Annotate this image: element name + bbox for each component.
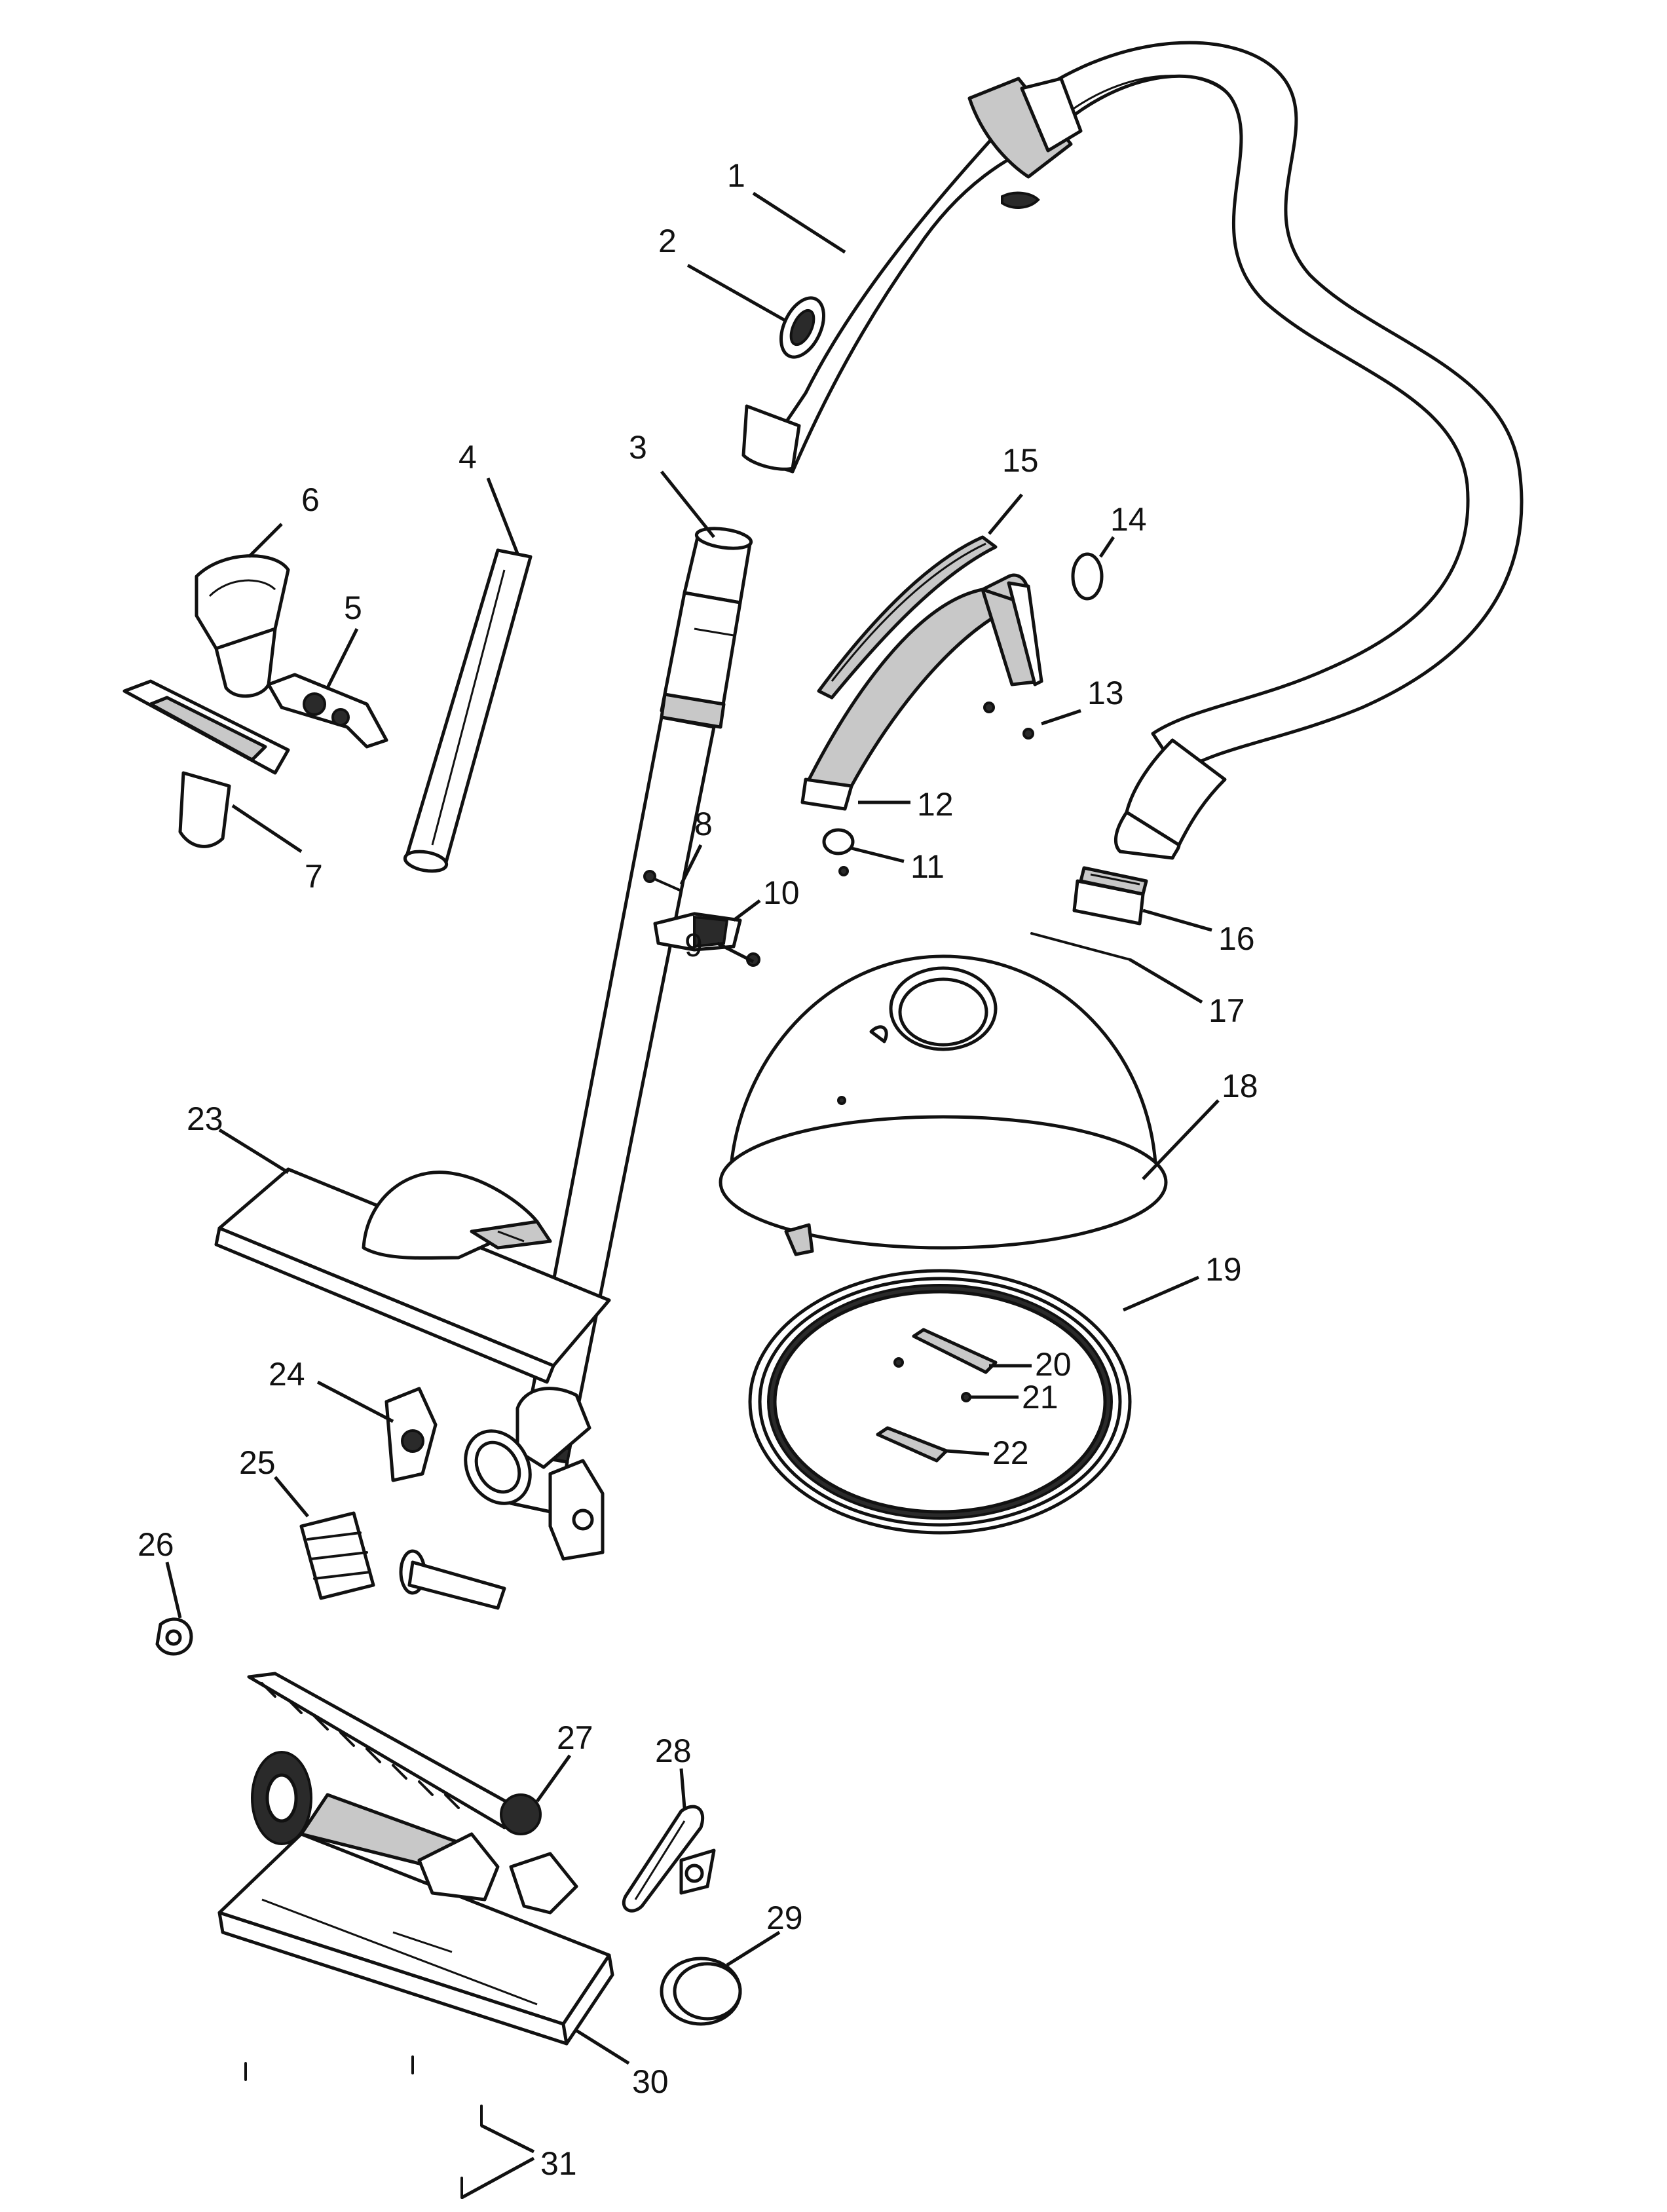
callout-6: 6 — [301, 481, 320, 518]
callout-9: 9 — [684, 927, 703, 964]
part-7-upholstery-tool — [122, 679, 290, 848]
callout-17: 17 — [1208, 992, 1245, 1029]
callout-20: 20 — [1035, 1346, 1072, 1383]
part-2-slide-valve — [779, 296, 825, 359]
part-25-gear-assembly — [299, 1511, 506, 1610]
part-16-hose-connector — [1072, 866, 1148, 926]
callout-10: 10 — [763, 874, 800, 911]
part-31-screws — [244, 2055, 483, 2199]
part-1-hose — [741, 41, 1524, 860]
callout-4: 4 — [459, 439, 477, 476]
part-4-crevice-tool — [403, 548, 533, 873]
callout-30: 30 — [632, 2063, 669, 2100]
part-26-clip — [155, 1617, 193, 1656]
callout-21: 21 — [1022, 1379, 1058, 1415]
leader-lines — [165, 191, 1220, 2200]
callout-7: 7 — [305, 858, 323, 895]
callout-29: 29 — [766, 1900, 803, 1936]
callout-28: 28 — [655, 1733, 692, 1769]
part-30-base-plate — [217, 1793, 614, 2046]
part-28-drive-belt — [622, 1805, 716, 1913]
callout-22: 22 — [992, 1434, 1029, 1471]
part-12-carry-handle — [800, 573, 1043, 811]
part-18-lid-dome — [719, 954, 1168, 1256]
part-17-rod — [1030, 932, 1131, 961]
callout-2: 2 — [658, 223, 677, 259]
part-6-dusting-brush — [195, 554, 290, 698]
part-23-nozzle-cover — [214, 1167, 611, 1384]
callout-16: 16 — [1218, 920, 1255, 957]
callout-8: 8 — [694, 806, 713, 842]
callout-12: 12 — [917, 786, 954, 823]
callout-1: 1 — [727, 157, 745, 194]
part-24-bearing-housing — [384, 1387, 605, 1561]
part-15-handle-grip — [817, 535, 998, 700]
callout-24: 24 — [269, 1356, 305, 1393]
callout-13: 13 — [1087, 675, 1124, 711]
callout-15: 15 — [1002, 442, 1039, 479]
part-10-latch — [653, 912, 742, 952]
part-11-spring — [822, 828, 855, 876]
callout-27: 27 — [557, 1719, 593, 1756]
part-29-wheel — [660, 1957, 742, 2026]
callout-5: 5 — [344, 590, 362, 626]
part-8-screw — [643, 870, 683, 892]
callout-14: 14 — [1110, 501, 1147, 538]
callout-11: 11 — [910, 848, 945, 885]
callout-31: 31 — [540, 2145, 577, 2182]
callout-18: 18 — [1222, 1068, 1258, 1104]
callout-25: 25 — [239, 1444, 276, 1481]
part-27-brush-roll — [247, 1672, 542, 1845]
part-19-gasket-ring — [748, 1269, 1132, 1535]
part-14-o-ring — [1071, 552, 1104, 601]
callout-labels: 1 2 3 4 5 6 7 8 9 10 11 12 13 14 15 16 1… — [138, 157, 1258, 2182]
part-5-tool-clip — [267, 673, 388, 749]
part-13-screws — [983, 702, 1034, 740]
callout-26: 26 — [138, 1526, 174, 1563]
callout-23: 23 — [187, 1100, 223, 1137]
callout-19: 19 — [1205, 1251, 1242, 1288]
callout-3: 3 — [629, 429, 647, 466]
part-20-clip — [893, 1328, 998, 1374]
part-21-screw — [961, 1392, 971, 1402]
